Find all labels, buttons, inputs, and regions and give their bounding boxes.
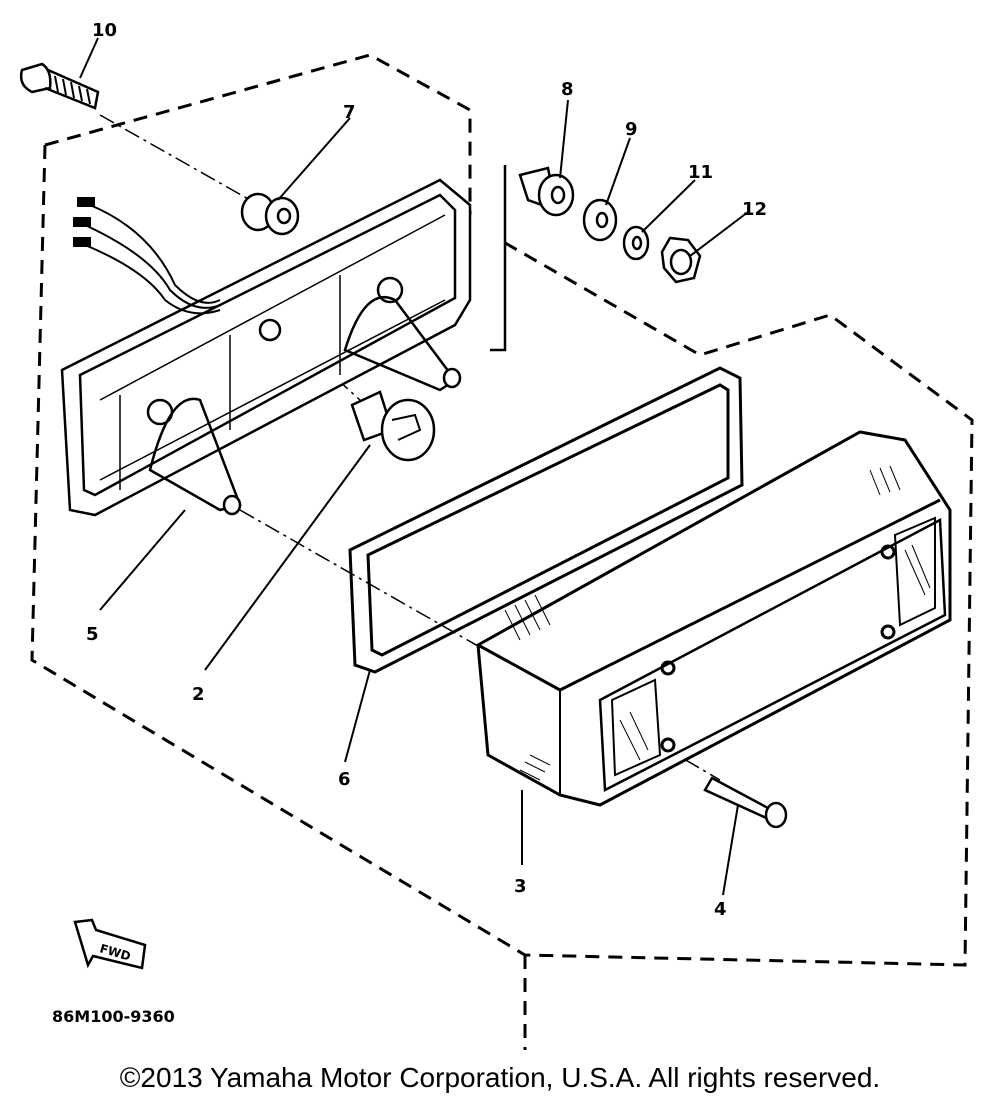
leader-lines <box>79 37 749 896</box>
assembly-boundary <box>30 53 974 1050</box>
washer-9 <box>582 198 618 242</box>
bulb-2 <box>350 390 436 462</box>
nut-12 <box>660 236 702 284</box>
callout-7: 7 <box>343 102 356 123</box>
callout-12: 12 <box>742 199 767 220</box>
drawing-code: 86M100-9360 <box>52 1007 175 1026</box>
forward-arrow-icon: FWD <box>73 918 147 970</box>
lock-washer-11 <box>622 225 650 261</box>
grommet-7 <box>240 192 300 236</box>
callout-10: 10 <box>92 20 117 41</box>
callout-5: 5 <box>86 624 99 645</box>
wire-harness <box>73 197 221 315</box>
callout-3: 3 <box>514 876 527 897</box>
callout-8: 8 <box>561 79 574 100</box>
gasket-6 <box>348 366 744 674</box>
bracket-line <box>490 165 507 352</box>
callout-labels: 10 7 8 9 11 12 5 2 6 3 4 <box>86 20 767 920</box>
collar-8 <box>518 166 575 217</box>
callout-6: 6 <box>338 769 351 790</box>
lamp-housing <box>60 178 472 517</box>
callout-2: 2 <box>192 684 205 705</box>
callout-4: 4 <box>714 899 727 920</box>
screw-10 <box>19 62 100 110</box>
lens-hatching <box>504 465 931 781</box>
screw-4 <box>703 776 788 829</box>
lens-3 <box>476 430 952 807</box>
copyright-notice: ©2013 Yamaha Motor Corporation, U.S.A. A… <box>119 1062 881 1093</box>
callout-11: 11 <box>688 162 713 183</box>
callout-9: 9 <box>625 119 638 140</box>
